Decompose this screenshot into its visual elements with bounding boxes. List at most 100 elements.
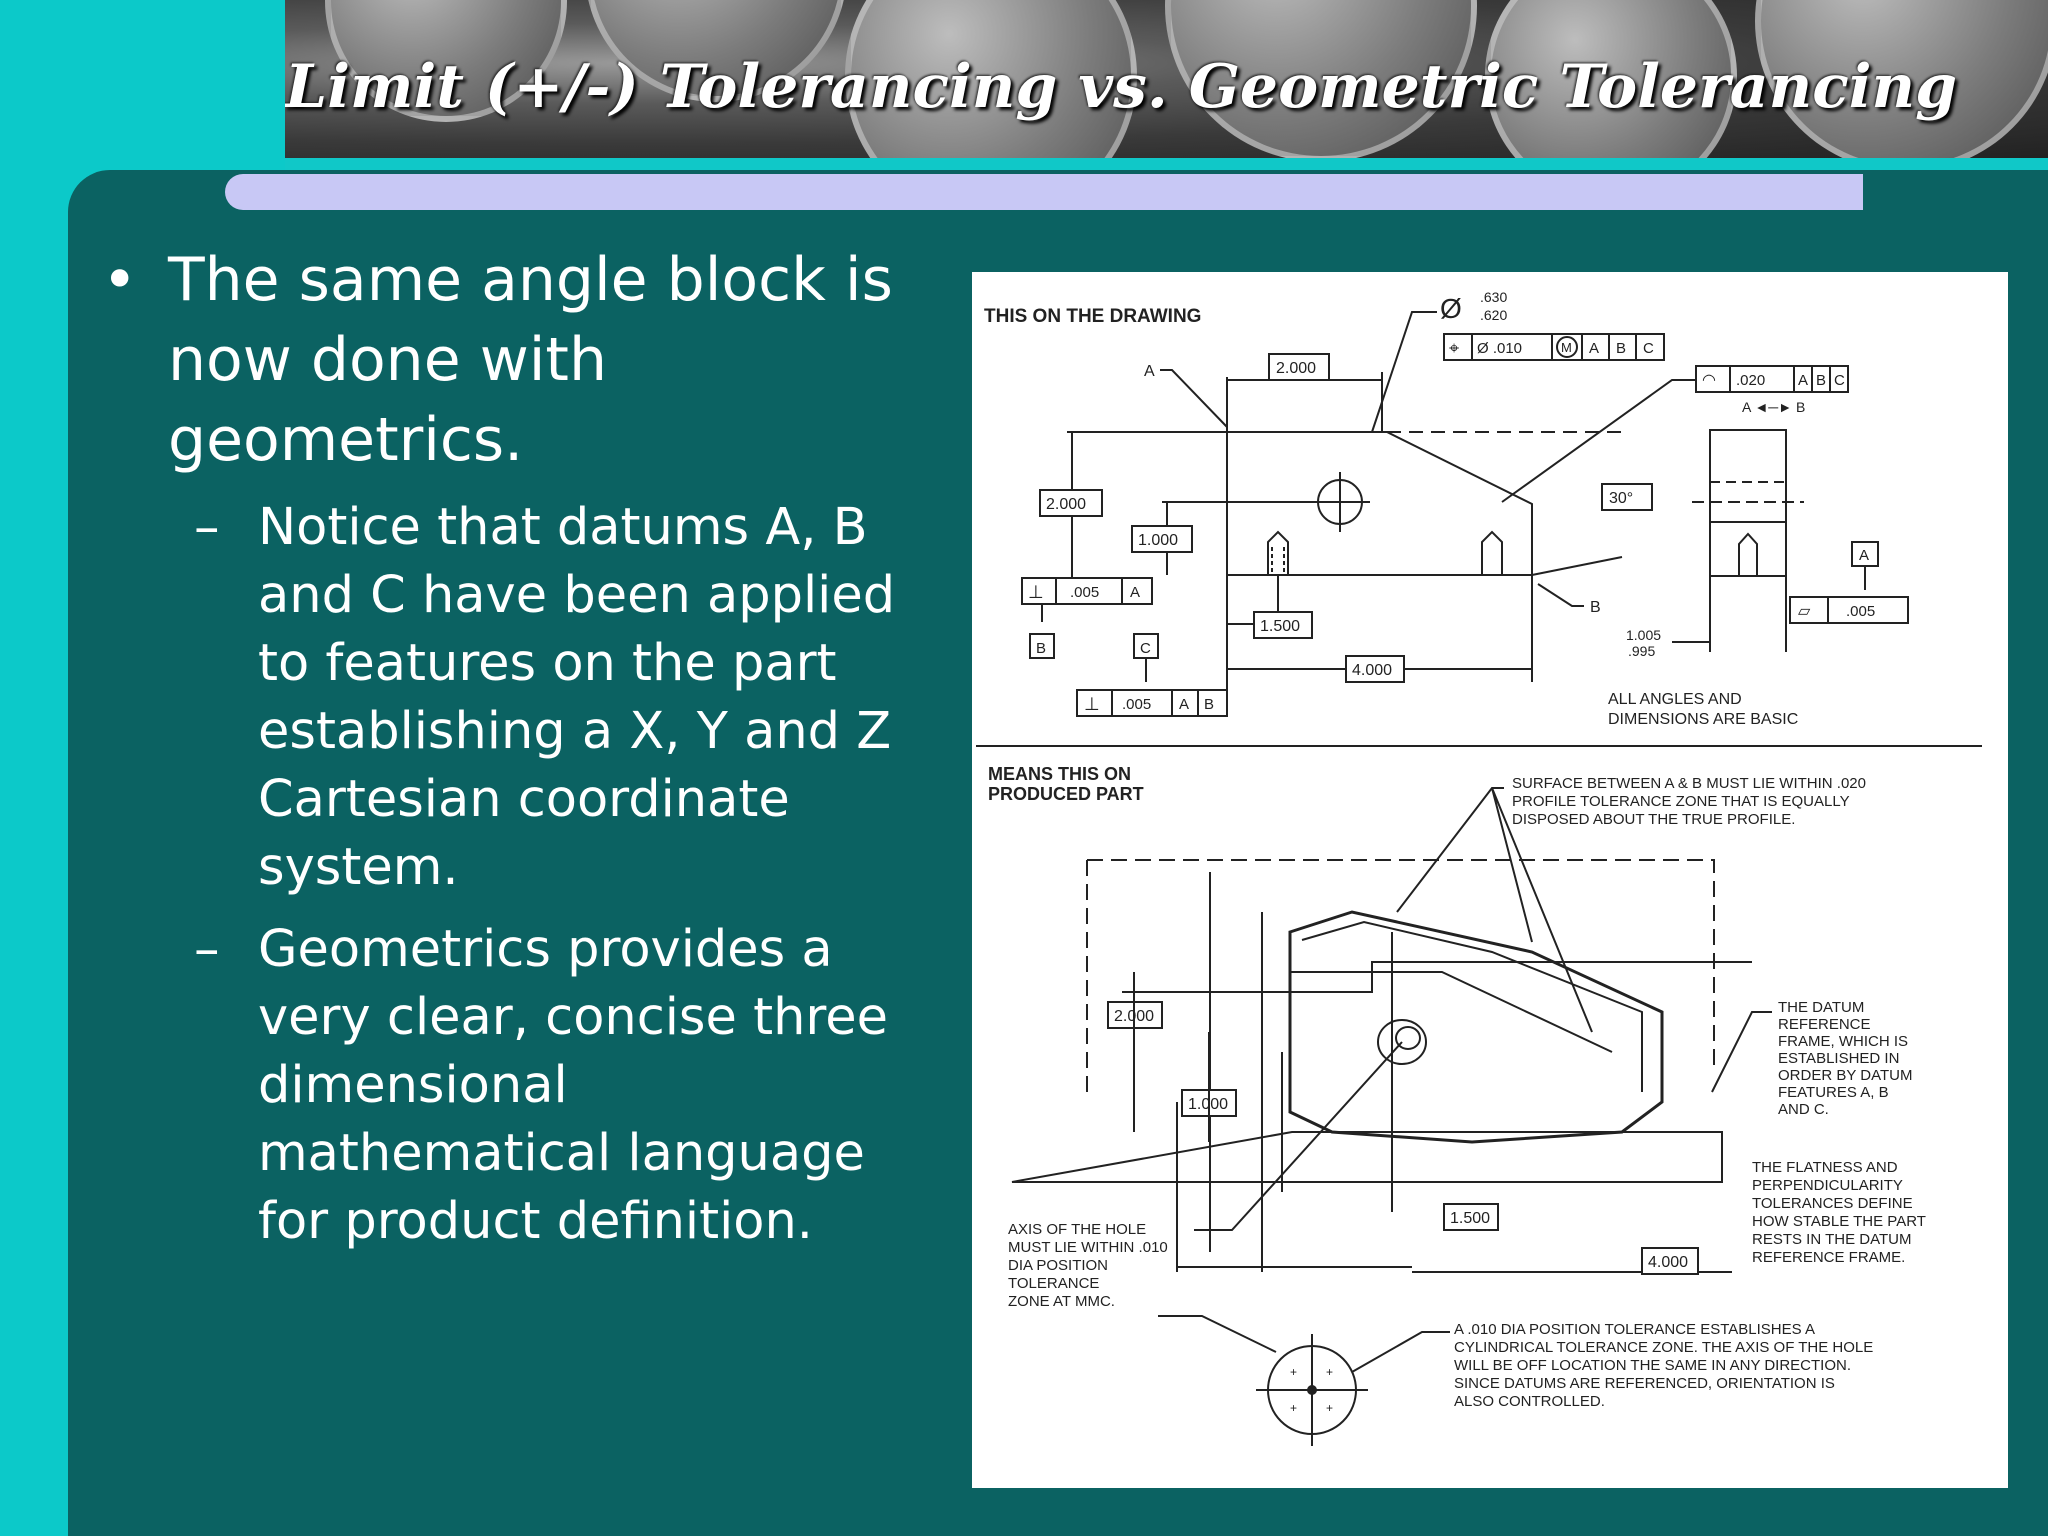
position-note-1: A .010 DIA POSITION TOLERANCE ESTABLISHE… — [1454, 1321, 1815, 1338]
flatness-note-6: REFERENCE FRAME. — [1752, 1249, 1905, 1266]
dim-2000-left: 2.000 — [1046, 496, 1086, 513]
pin-left — [1267, 530, 1289, 575]
dim3d-1500-box — [1443, 1203, 1499, 1231]
bottom-caption-line2: PRODUCED PART — [988, 784, 1144, 804]
bullet-marker: • — [102, 245, 138, 315]
title-banner: Limit (+/-) Tolerancing vs. Geometric To… — [285, 0, 2048, 158]
svg-text:1.500: 1.500 — [1450, 1210, 1490, 1227]
svg-text:A: A — [1179, 696, 1189, 713]
frame-note-6: FEATURES A, B — [1778, 1084, 1889, 1101]
svg-text:.005: .005 — [1070, 584, 1099, 601]
dim-2000-top-box — [1268, 353, 1330, 381]
coin-image — [845, 0, 1137, 158]
svg-text:.005: .005 — [1122, 696, 1151, 713]
position-note-3: WILL BE OFF LOCATION THE SAME IN ANY DIR… — [1454, 1357, 1851, 1374]
dim-1500-box — [1253, 611, 1313, 639]
part-3d-outline — [1288, 910, 1664, 1144]
frame-note-1: THE DATUM — [1778, 999, 1864, 1016]
frame-note-5: ORDER BY DATUM — [1778, 1067, 1912, 1084]
dia-upper: .630 — [1480, 289, 1507, 305]
front-view-outline — [1226, 431, 1533, 576]
datum-b-flag — [1029, 633, 1055, 659]
position-control-frame: ⌖ Ø .010 M A B C — [1443, 333, 1665, 361]
profile-control-frame: ◠ .020 A B C — [1695, 365, 1849, 393]
svg-text:C: C — [1834, 372, 1845, 389]
dim-30deg: 30° — [1609, 490, 1633, 507]
frame-note-7: AND C. — [1778, 1101, 1829, 1118]
dia-lower: .620 — [1480, 307, 1507, 323]
coin-image — [1755, 0, 2048, 158]
svg-text:B: B — [1816, 372, 1826, 389]
datum-b-label: B — [1590, 599, 1601, 616]
sub-bullet: – Geometrics provides a very clear, conc… — [98, 916, 898, 1256]
svg-text:▱: ▱ — [1798, 603, 1811, 620]
frame-note-3: FRAME, WHICH IS — [1778, 1033, 1908, 1050]
svg-text:4.000: 4.000 — [1648, 1254, 1688, 1271]
axis-note-4: TOLERANCE — [1008, 1275, 1099, 1292]
axis-note-5: ZONE AT MMC. — [1008, 1293, 1115, 1310]
hole-3d — [1377, 1019, 1427, 1065]
dim-1000: 1.000 — [1138, 532, 1178, 549]
dim-4000-box — [1345, 655, 1405, 683]
axis-note-2: MUST LIE WITHIN .010 — [1008, 1239, 1168, 1256]
svg-text:A: A — [1859, 547, 1869, 564]
position-note-2: CYLINDRICAL TOLERANCE ZONE. THE AXIS OF … — [1454, 1339, 1873, 1356]
flatness-note-4: HOW STABLE THE PART — [1752, 1213, 1926, 1230]
flatness-note-5: RESTS IN THE DATUM — [1752, 1231, 1911, 1248]
slide-title: Limit (+/-) Tolerancing vs. Geometric To… — [285, 52, 1958, 122]
basic-note-line2: DIMENSIONS ARE BASIC — [1608, 711, 1798, 728]
dim-1000-box — [1131, 525, 1193, 553]
svg-text:M: M — [1561, 340, 1572, 355]
bullet-list: • The same angle block is now done with … — [98, 240, 898, 1256]
svg-text:.020: .020 — [1736, 372, 1765, 389]
base-plane — [1011, 1131, 1723, 1183]
flatness-note-1: THE FLATNESS AND — [1752, 1159, 1898, 1176]
svg-text:⊥: ⊥ — [1084, 694, 1100, 714]
diameter-symbol: Ø — [1440, 293, 1462, 324]
svg-text:⊥: ⊥ — [1028, 582, 1044, 602]
top-caption: THIS ON THE DRAWING — [984, 306, 1201, 327]
svg-text:◠: ◠ — [1702, 372, 1716, 389]
main-bullet: • The same angle block is now done with … — [98, 240, 898, 480]
position-note-5: ALSO CONTROLLED. — [1454, 1393, 1605, 1410]
svg-text:A: A — [1798, 372, 1808, 389]
dim-4000: 4.000 — [1352, 662, 1392, 679]
flatness-frame: ▱ .005 — [1789, 596, 1909, 624]
svg-text:A: A — [1130, 584, 1140, 601]
profile-between-note: A ◄─► B — [1742, 399, 1805, 415]
sub-bullet: – Notice that datums A, B and C have bee… — [98, 494, 898, 902]
svg-text:B: B — [1616, 340, 1626, 357]
datum-plane-a — [1087, 859, 1715, 1072]
gdt-drawing: THIS ON THE DRAWING 2.000 2.000 1.000 1.… — [976, 289, 1982, 1446]
datum-a-flag — [1851, 541, 1879, 567]
svg-text:C: C — [1140, 640, 1151, 657]
svg-text:B: B — [1204, 696, 1214, 713]
perpendicularity-frame-2: ⊥ .005 A B — [1076, 689, 1228, 717]
flatness-note-3: TOLERANCES DEFINE — [1752, 1195, 1913, 1212]
coin-image — [1485, 0, 1737, 158]
datum-a-label: A — [1144, 363, 1155, 380]
dim-2000-top: 2.000 — [1276, 360, 1316, 377]
dim3d-4000-box — [1641, 1247, 1699, 1275]
svg-text:.005: .005 — [1846, 603, 1875, 620]
svg-text:B: B — [1036, 640, 1046, 657]
sub-bullet-marker: – — [194, 920, 220, 979]
basic-note-line1: ALL ANGLES AND — [1608, 691, 1742, 708]
surface-note-1: SURFACE BETWEEN A & B MUST LIE WITHIN .0… — [1512, 775, 1866, 792]
surface-note-3: DISPOSED ABOUT THE TRUE PROFILE. — [1512, 811, 1795, 828]
width-lower: .995 — [1628, 643, 1655, 659]
svg-text:Ø .010: Ø .010 — [1477, 340, 1522, 357]
flatness-note-2: PERPENDICULARITY — [1752, 1177, 1903, 1194]
svg-text:A: A — [1589, 340, 1599, 357]
title-underline-bar — [225, 174, 1863, 210]
surface-note-2: PROFILE TOLERANCE ZONE THAT IS EQUALLY — [1512, 793, 1850, 810]
dim-1500: 1.500 — [1260, 618, 1300, 635]
svg-text:C: C — [1643, 340, 1654, 357]
svg-text:⌖: ⌖ — [1449, 338, 1459, 358]
frame-note-2: REFERENCE — [1778, 1016, 1871, 1033]
dim-2000-left-box — [1039, 489, 1103, 517]
svg-text:+: + — [1326, 1401, 1333, 1415]
gdt-drawing-figure: THIS ON THE DRAWING 2.000 2.000 1.000 1.… — [972, 272, 2008, 1488]
svg-text:+: + — [1326, 1365, 1333, 1379]
frame-note-4: ESTABLISHED IN — [1778, 1050, 1899, 1067]
